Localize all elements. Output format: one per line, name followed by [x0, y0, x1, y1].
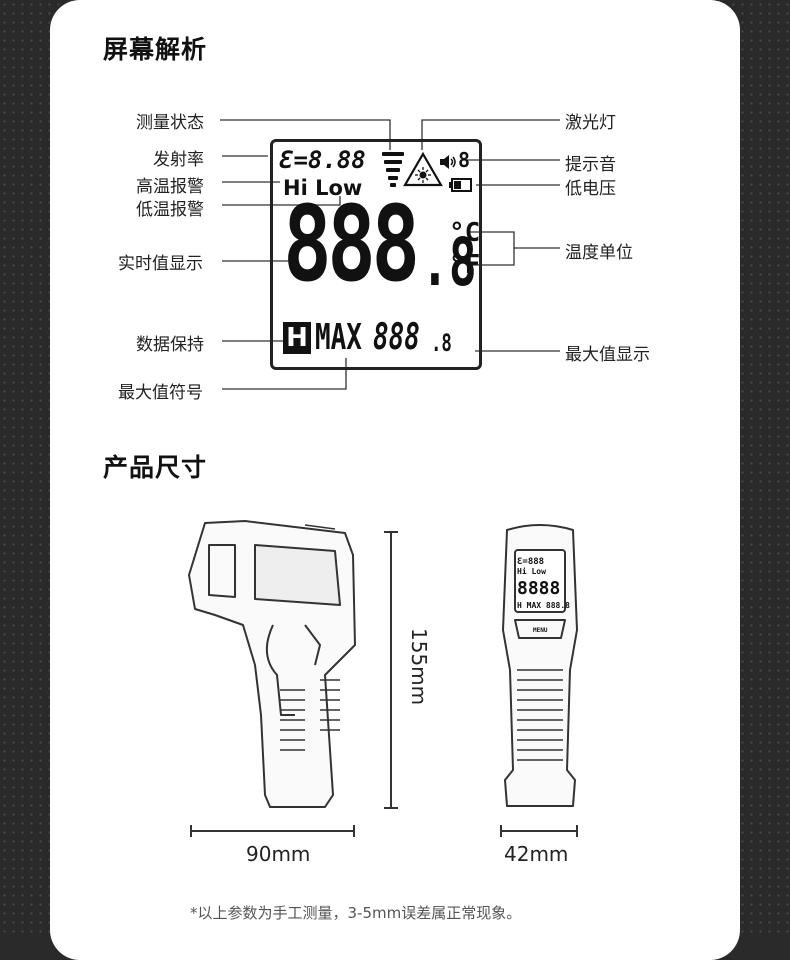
length-dim-left	[190, 825, 192, 837]
lcd-hold-icon: H	[283, 322, 311, 354]
width-label: 42mm	[504, 842, 569, 866]
height-dim-line	[390, 531, 392, 807]
label-hi-alarm: 高温报警	[136, 177, 204, 197]
label-max-display: 最大值显示	[565, 345, 650, 365]
length-dim-line	[190, 830, 354, 832]
device-side-view	[188, 520, 356, 808]
height-dim-bottom	[384, 807, 398, 809]
lcd-main-decimal: .8	[421, 224, 477, 301]
label-prompt-sound: 提示音	[565, 155, 616, 175]
width-dim-right	[576, 825, 578, 837]
label-laser: 激光灯	[565, 113, 616, 133]
front-lcd-row1: Ɛ=888	[517, 557, 544, 567]
lcd-emissivity: Ɛ=8.88	[279, 146, 366, 174]
lcd-hi-low: Hi Low	[283, 176, 363, 200]
height-label: 155mm	[407, 628, 431, 706]
label-hold: 数据保持	[136, 335, 204, 355]
label-measure-status: 测量状态	[136, 113, 204, 133]
lcd-max-digits: 888	[373, 317, 420, 358]
front-button-menu: MENU	[533, 627, 548, 634]
content-card: 屏幕解析 测量状态 发射率 高温报警 低温报警 实时值显示 数据保持 最大值符号…	[50, 0, 740, 960]
lcd-main-digits: 888	[283, 183, 420, 305]
height-dim-top	[384, 531, 398, 533]
lcd-panel: Ɛ=8.88 Hi Low	[270, 139, 482, 370]
section-title-screen: 屏幕解析	[103, 35, 208, 64]
label-realtime: 实时值显示	[118, 254, 203, 274]
front-lcd-main: 8888	[517, 578, 560, 599]
device-front-view: Ɛ=888 Hi Low 8888 H MAX 888.8 MENU	[502, 524, 578, 807]
lcd-max-decimal: .8	[431, 329, 452, 357]
footnote: *以上参数为手工测量，3-5mm误差属正常现象。	[190, 904, 522, 922]
laser-icon	[403, 152, 443, 187]
lcd-unit-c: °C	[449, 218, 481, 248]
lcd-sound-digit: 8	[458, 148, 471, 172]
sound-icon	[440, 155, 456, 169]
label-lo-alarm: 低温报警	[136, 200, 204, 220]
measure-status-icon	[382, 152, 404, 187]
length-dim-right	[353, 825, 355, 837]
label-low-battery: 低电压	[565, 179, 616, 199]
label-temp-unit: 温度单位	[565, 243, 633, 263]
label-max-symbol: 最大值符号	[118, 383, 203, 403]
section-title-size: 产品尺寸	[103, 453, 208, 482]
front-lcd-bottom: H MAX 888.8	[517, 601, 570, 610]
width-dim-line	[500, 830, 577, 832]
front-lcd-row2: Hi Low	[517, 566, 546, 576]
lcd-unit-f: °F	[449, 250, 481, 280]
battery-icon	[449, 178, 472, 192]
width-dim-left	[500, 825, 502, 837]
label-emissivity: 发射率	[153, 150, 204, 170]
length-label: 90mm	[246, 842, 311, 866]
lcd-max-label: MAX	[315, 317, 362, 358]
